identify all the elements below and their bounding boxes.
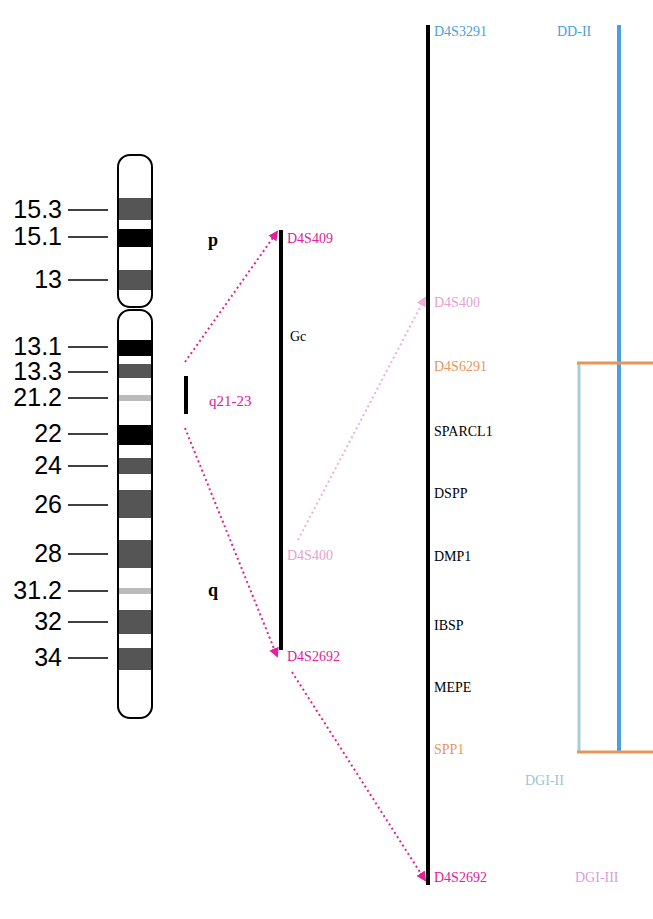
band-ticks [68, 210, 108, 658]
band-label: 13.3 [13, 358, 62, 386]
region-label: q21-23 [209, 393, 252, 410]
chromosome-q-arm [118, 310, 152, 718]
band-label: 24 [34, 452, 62, 480]
marker-label: D4S6291 [434, 359, 487, 374]
band-label: 15.1 [13, 223, 62, 251]
gene-label: MEPE [434, 680, 471, 695]
gene-label: DMP1 [434, 549, 471, 564]
gene-label: IBSP [434, 618, 464, 633]
gene-label: SPARCL1 [434, 424, 493, 439]
dgi-ii-interval [578, 363, 581, 752]
map-line [426, 25, 430, 885]
marker-label: D4S3291 [434, 24, 487, 39]
boundary-line [577, 362, 653, 365]
gene-label: Gc [290, 329, 306, 344]
marker-label: D4S2692 [287, 649, 340, 664]
disease-label: DD-II [557, 24, 591, 39]
zoom-arrows [185, 232, 425, 880]
band-label: 28 [34, 540, 62, 568]
band-label: 13 [34, 266, 62, 294]
marker-label: D4S400 [287, 548, 333, 563]
chromosome-outline [118, 155, 152, 307]
disease-label: DGI-II [525, 773, 564, 788]
region-bar [184, 376, 188, 414]
band-label: 32 [34, 608, 62, 636]
marker-label: D4S2692 [434, 870, 487, 885]
disease-label: DGI-III [575, 870, 619, 885]
gene-label: SPP1 [434, 742, 464, 757]
marker-label: D4S409 [287, 231, 333, 246]
chromosome-p-arm [118, 155, 152, 307]
band-label: 21.2 [13, 384, 62, 412]
band-label: 34 [34, 644, 62, 672]
band-label: 13.1 [13, 333, 62, 361]
gene-label: DSPP [434, 486, 467, 501]
dd-ii-interval [617, 25, 621, 752]
band-label: 15.3 [13, 196, 62, 224]
marker-label: D4S400 [434, 295, 480, 310]
boundary-line [577, 751, 653, 754]
band-label: 22 [34, 420, 62, 448]
arm-label: q [208, 581, 218, 601]
band-label: 26 [34, 491, 62, 519]
map-line [279, 230, 283, 650]
chromosome-outline [118, 310, 152, 718]
arm-label: p [208, 231, 218, 251]
band-label: 31.2 [13, 577, 62, 605]
